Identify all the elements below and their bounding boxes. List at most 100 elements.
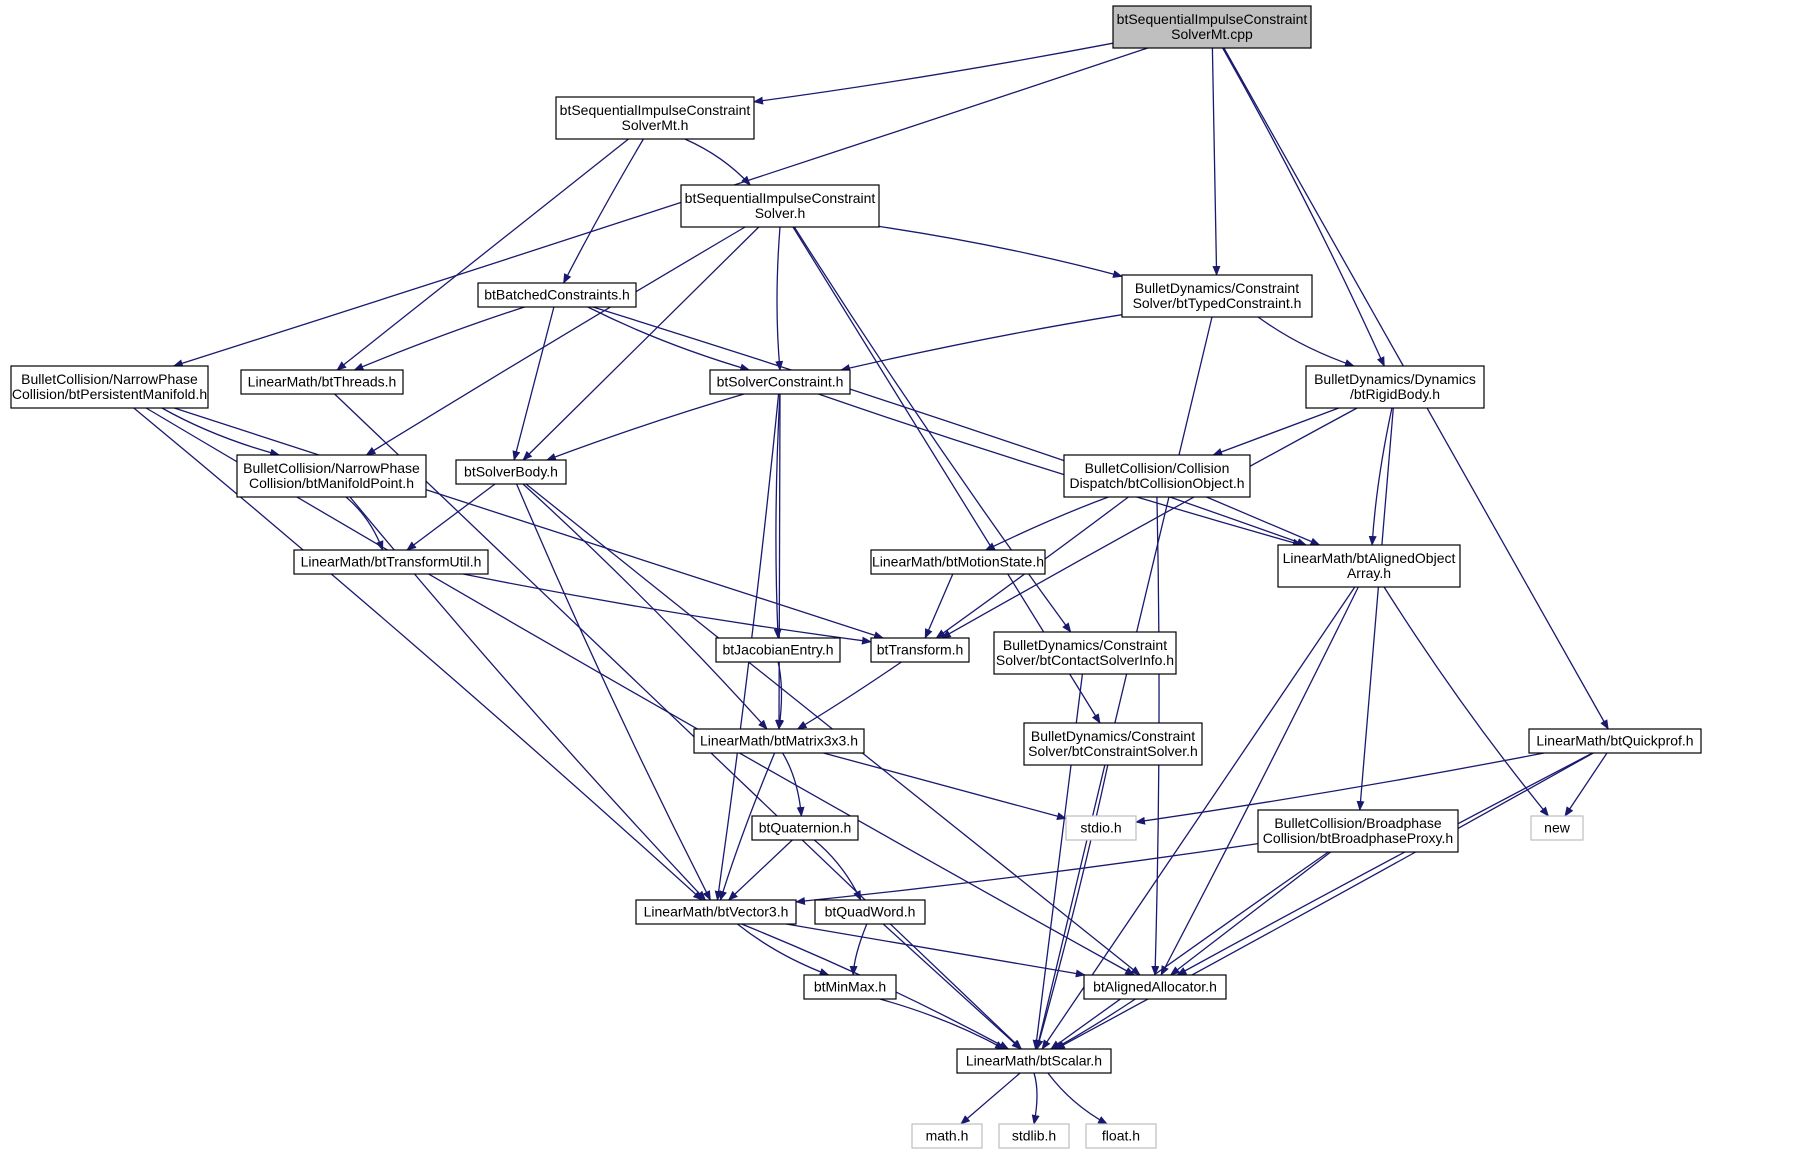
node-box-bproxy	[1257, 809, 1459, 853]
node-box-quadword	[814, 899, 926, 925]
edge-solver_h-to-solverbody	[522, 226, 760, 461]
node-label-transform-line-1: btTransform.h	[877, 642, 964, 658]
node-new: new	[1530, 815, 1584, 841]
node-box-rigid	[1305, 365, 1485, 409]
node-label-typed-line-2: Solver/btTypedConstraint.h	[1133, 295, 1302, 311]
node-box-stdlib	[998, 1123, 1070, 1149]
node-label-contactinfo-line-1: BulletDynamics/Constraint	[1003, 637, 1167, 653]
node-threads[interactable]: LinearMath/btThreads.h	[240, 369, 404, 395]
edge-scalar-to-stdlib	[1031, 1072, 1040, 1125]
node-batched[interactable]: btBatchedConstraints.h	[477, 282, 637, 308]
edge-persist-to-transform	[173, 407, 884, 640]
node-label-contactinfo-line-2: Solver/btContactSolverInfo.h	[996, 652, 1174, 668]
edge-quickprof-to-stdio	[1135, 752, 1545, 825]
node-jacob[interactable]: btJacobianEntry.h	[715, 637, 841, 663]
edge-bproxy-to-aalloc	[1169, 851, 1332, 976]
edge-root-to-rigid	[1222, 47, 1385, 367]
edge-collobj-to-aarray	[1206, 496, 1321, 546]
node-label-stdlib-line-1: stdlib.h	[1012, 1128, 1056, 1144]
node-scalar[interactable]: LinearMath/btScalar.h	[956, 1048, 1112, 1074]
node-label-jacob-line-1: btJacobianEntry.h	[722, 642, 833, 658]
node-bproxy[interactable]: BulletCollision/BroadphaseCollision/btBr…	[1257, 809, 1459, 853]
edge-matrix-to-vector	[719, 752, 776, 901]
edge-quat-to-vector	[727, 839, 793, 901]
node-rigid[interactable]: BulletDynamics/Dynamics/btRigidBody.h	[1305, 365, 1485, 409]
edge-quickprof-to-scalar	[1054, 752, 1594, 1050]
edge-rigid-to-bproxy	[1356, 407, 1394, 811]
node-csolver[interactable]: BulletDynamics/ConstraintSolver/btConstr…	[1023, 722, 1203, 766]
node-manpoint[interactable]: BulletCollision/NarrowPhaseCollision/btM…	[236, 454, 427, 498]
node-quadword[interactable]: btQuadWord.h	[814, 899, 926, 925]
edge-persist-to-vector	[133, 407, 703, 901]
node-quickprof[interactable]: LinearMath/btQuickprof.h	[1528, 728, 1702, 754]
edge-threads-to-scalar	[334, 393, 1023, 1050]
node-collobj[interactable]: BulletCollision/CollisionDispatch/btColl…	[1063, 454, 1251, 498]
node-float: float.h	[1085, 1123, 1157, 1149]
node-box-vector	[635, 899, 797, 925]
edge-batched-to-aarray	[592, 306, 1308, 546]
node-box-quickprof	[1528, 728, 1702, 754]
node-label-typed-line-1: BulletDynamics/Constraint	[1135, 280, 1299, 296]
node-aalloc[interactable]: btAlignedAllocator.h	[1083, 974, 1227, 1000]
node-solvercons[interactable]: btSolverConstraint.h	[709, 369, 851, 395]
node-label-solverbody-line-1: btSolverBody.h	[464, 464, 558, 480]
edge-minmax-to-scalar	[879, 998, 1006, 1050]
edge-transform-to-matrix	[796, 661, 902, 730]
node-box-csolver	[1023, 722, 1203, 766]
node-root[interactable]: btSequentialImpulseConstraintSolverMt.cp…	[1112, 5, 1312, 49]
node-label-bproxy-line-1: BulletCollision/Broadphase	[1274, 815, 1442, 831]
edge-aarray-to-new	[1383, 586, 1550, 817]
node-box-jacob	[715, 637, 841, 663]
node-label-scalar-line-1: LinearMath/btScalar.h	[966, 1053, 1102, 1069]
node-box-manpoint	[236, 454, 427, 498]
edge-solver_h-to-solvercons	[775, 226, 784, 371]
node-label-rigid-line-2: /btRigidBody.h	[1350, 386, 1440, 402]
node-persist[interactable]: BulletCollision/NarrowPhaseCollision/btP…	[10, 365, 209, 409]
node-label-persist-line-2: Collision/btPersistentManifold.h	[12, 386, 207, 402]
edge-solvercons-to-matrix	[775, 393, 784, 730]
node-label-aarray-line-2: Array.h	[1347, 565, 1391, 581]
node-motion[interactable]: LinearMath/btMotionState.h	[870, 549, 1046, 575]
edge-jacob-to-matrix	[776, 661, 785, 730]
node-transform[interactable]: btTransform.h	[870, 637, 970, 663]
node-label-manpoint-line-1: BulletCollision/NarrowPhase	[243, 460, 420, 476]
node-label-root-line-1: btSequentialImpulseConstraint	[1117, 11, 1308, 27]
node-label-minmax-line-1: btMinMax.h	[814, 979, 886, 995]
edge-typed-to-scalar	[1035, 316, 1213, 1050]
node-label-quat-line-1: btQuaternion.h	[759, 820, 852, 836]
node-box-collobj	[1063, 454, 1251, 498]
node-box-float	[1085, 1123, 1157, 1149]
edge-rigid-to-aarray	[1368, 407, 1393, 546]
node-tutil[interactable]: LinearMath/btTransformUtil.h	[293, 549, 489, 575]
node-solverbody[interactable]: btSolverBody.h	[455, 459, 567, 485]
node-quat[interactable]: btQuaternion.h	[751, 815, 859, 841]
node-vector[interactable]: LinearMath/btVector3.h	[635, 899, 797, 925]
edge-rigid-to-transform	[940, 407, 1358, 639]
node-label-stdio-line-1: stdio.h	[1080, 820, 1121, 836]
node-label-solver_h-line-1: btSequentialImpulseConstraint	[685, 190, 876, 206]
edge-solvercons-to-aarray	[818, 393, 1303, 547]
node-minmax[interactable]: btMinMax.h	[803, 974, 897, 1000]
edge-tutil-to-transform	[462, 573, 872, 645]
node-typed[interactable]: BulletDynamics/ConstraintSolver/btTypedC…	[1121, 274, 1313, 318]
edge-bproxy-to-vector	[795, 842, 1259, 905]
node-label-tutil-line-1: LinearMath/btTransformUtil.h	[301, 554, 482, 570]
node-contactinfo[interactable]: BulletDynamics/ConstraintSolver/btContac…	[993, 631, 1177, 675]
edge-vector-to-minmax	[736, 923, 830, 976]
edge-batched-to-solvercons	[587, 306, 751, 372]
node-box-typed	[1121, 274, 1313, 318]
edge-typed-to-solvercons	[840, 314, 1123, 372]
node-label-mt_h-line-2: SolverMt.h	[622, 117, 689, 133]
node-matrix[interactable]: LinearMath/btMatrix3x3.h	[693, 728, 865, 754]
node-box-minmax	[803, 974, 897, 1000]
edge-quickprof-to-new	[1564, 752, 1608, 817]
node-label-vector-line-1: LinearMath/btVector3.h	[644, 904, 789, 920]
node-box-aarray	[1277, 544, 1461, 588]
edge-solver_h-to-typed	[878, 225, 1123, 278]
node-label-threads-line-1: LinearMath/btThreads.h	[248, 374, 397, 390]
